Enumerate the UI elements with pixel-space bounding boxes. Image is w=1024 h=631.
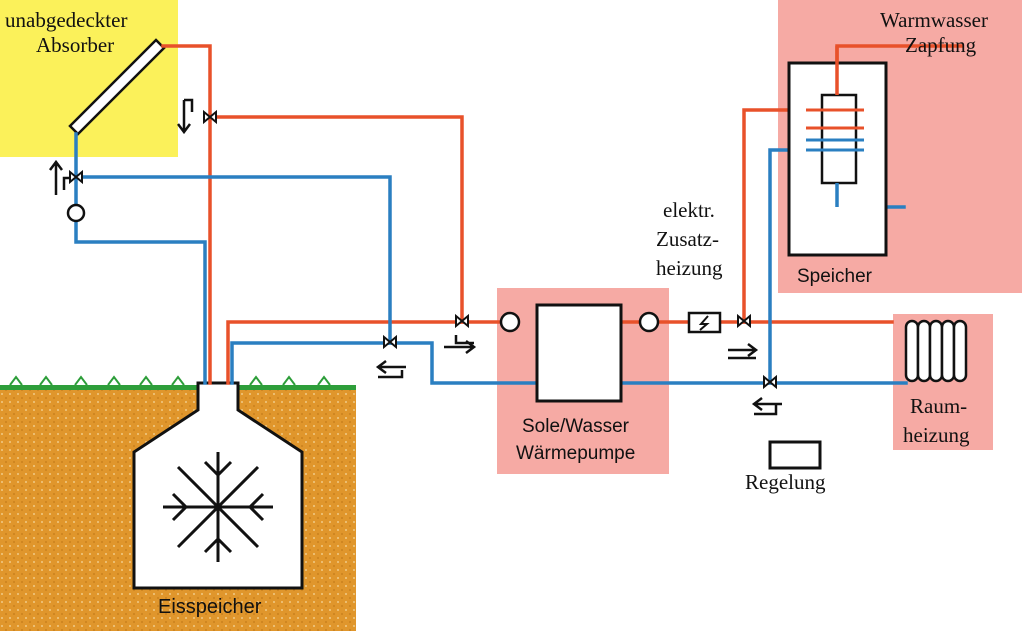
ice-storage-label: Eisspeicher [158,596,262,618]
flow-direction-arrow-icon [49,98,782,416]
aux-heater-label-line3: heizung [656,256,723,280]
circulation-pump-icon [66,203,660,333]
absorber-label-line1: unabgedeckter [5,8,127,32]
coil-cold [806,138,864,152]
heat-pump-label-line1: Sole/Wasser [522,416,630,437]
aux-heater-label-line2: Zusatz- [656,227,719,251]
room-heating-label-line1: Raum- [910,394,967,418]
grass-line [0,385,356,390]
controller-box [768,440,822,470]
grass-tufts [9,375,331,386]
snowflake-icon [163,452,273,562]
heat-pump-unit [535,303,623,403]
room-heating-label-line2: heizung [903,423,970,447]
coil-hot [806,108,864,130]
absorber-label-line2: Absorber [36,33,114,57]
three-way-valve-icon [69,109,777,390]
absorber-zone [0,0,178,157]
hot-water-label-line2: Zapfung [905,33,977,57]
heat-pump-label-line2: Wärmepumpe [516,443,635,464]
absorber-panel [68,38,166,136]
storage-label: Speicher [797,266,873,287]
controller-label: Regelung [745,470,826,494]
hot-water-label-line1: Warmwasser [880,8,988,32]
electric-heater-icon [687,311,722,334]
aux-heater-label-line1: elektr. [663,198,715,222]
radiator-icon [904,319,968,383]
